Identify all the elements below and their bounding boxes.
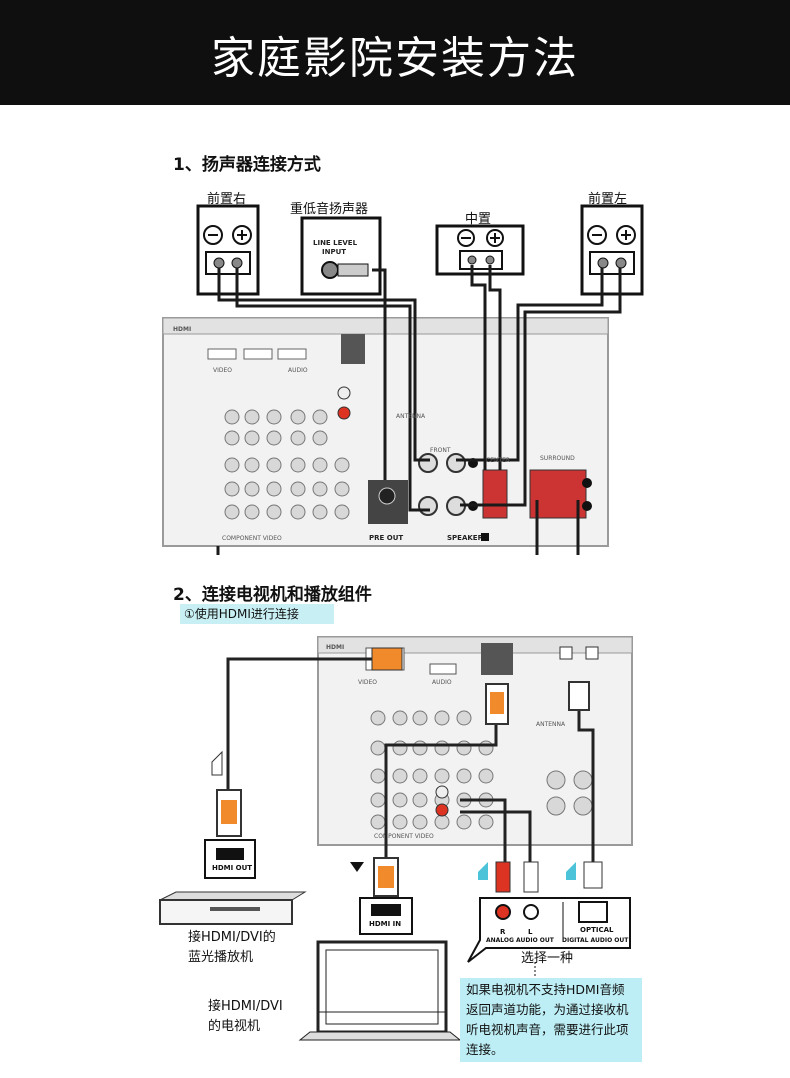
svg-text:ANTENNA: ANTENNA: [396, 413, 426, 420]
front-right-speaker: [196, 204, 260, 296]
analog-audio-out-label: ANALOG AUDIO OUT: [486, 937, 554, 944]
svg-text:VIDEO: VIDEO: [213, 367, 232, 374]
r-label: R: [500, 928, 506, 936]
hdmi-in-label: HDMI IN: [369, 920, 402, 928]
tv-label: 接HDMI/DVI 的电视机: [208, 999, 283, 1034]
svg-text:COMPONENT VIDEO: COMPONENT VIDEO: [222, 535, 282, 542]
choose-one-label: 选择一种: [521, 951, 574, 966]
section2-title: 2、连接电视机和播放组件: [173, 585, 372, 605]
speaker-cables: [216, 265, 622, 555]
svg-text:HDMI: HDMI: [173, 326, 191, 333]
svg-text:AUDIO: AUDIO: [288, 367, 308, 374]
subwoofer-label: 重低音扬声器: [290, 202, 369, 217]
header-bar: 家庭影院安装方法: [0, 0, 790, 105]
receiver-panel-2: [317, 636, 633, 846]
front-left-speaker: [580, 204, 644, 296]
svg-text:ANTENNA: ANTENNA: [536, 721, 566, 728]
player-label: 接HDMI/DVI的 蓝光播放机: [188, 930, 276, 965]
svg-text:COMPONENT VIDEO: COMPONENT VIDEO: [374, 833, 434, 840]
television: [298, 940, 462, 1041]
svg-text:FRONT: FRONT: [430, 447, 451, 454]
optical-label: OPTICAL: [580, 926, 614, 934]
hdmi-out-label: HDMI OUT: [212, 864, 253, 872]
section1-title: 1、扬声器连接方式: [173, 155, 321, 175]
svg-text:LINE LEVEL: LINE LEVEL: [313, 239, 358, 247]
svg-text:SURROUND: SURROUND: [540, 455, 575, 462]
subwoofer-box: LINE LEVEL INPUT: [300, 216, 382, 296]
svg-text:VIDEO: VIDEO: [358, 679, 377, 686]
hdmi-method-subtitle: ①使用HDMI进行连接: [180, 604, 334, 624]
svg-text:AUDIO: AUDIO: [432, 679, 452, 686]
page-title: 家庭影院安装方法: [211, 33, 579, 84]
center-label: 中置: [465, 212, 492, 227]
bluray-player: [159, 891, 307, 925]
svg-text:HDMI: HDMI: [326, 644, 344, 651]
l-label: L: [528, 928, 533, 936]
svg-text:SPEAKERS: SPEAKERS: [447, 534, 488, 542]
front-left-label: 前置左: [588, 192, 628, 207]
tv-note-box: 如果电视机不支持HDMI音频返回声道功能，为通过接收机听电视机声音，需要进行此项…: [460, 978, 642, 1062]
front-right-label: 前置右: [207, 192, 247, 207]
svg-text:INPUT: INPUT: [322, 248, 346, 256]
center-speaker: [435, 224, 525, 276]
svg-text:PRE OUT: PRE OUT: [369, 534, 403, 542]
svg-text:CENTER: CENTER: [486, 457, 510, 464]
digital-audio-out-label: DIGITAL AUDIO OUT: [562, 937, 629, 944]
